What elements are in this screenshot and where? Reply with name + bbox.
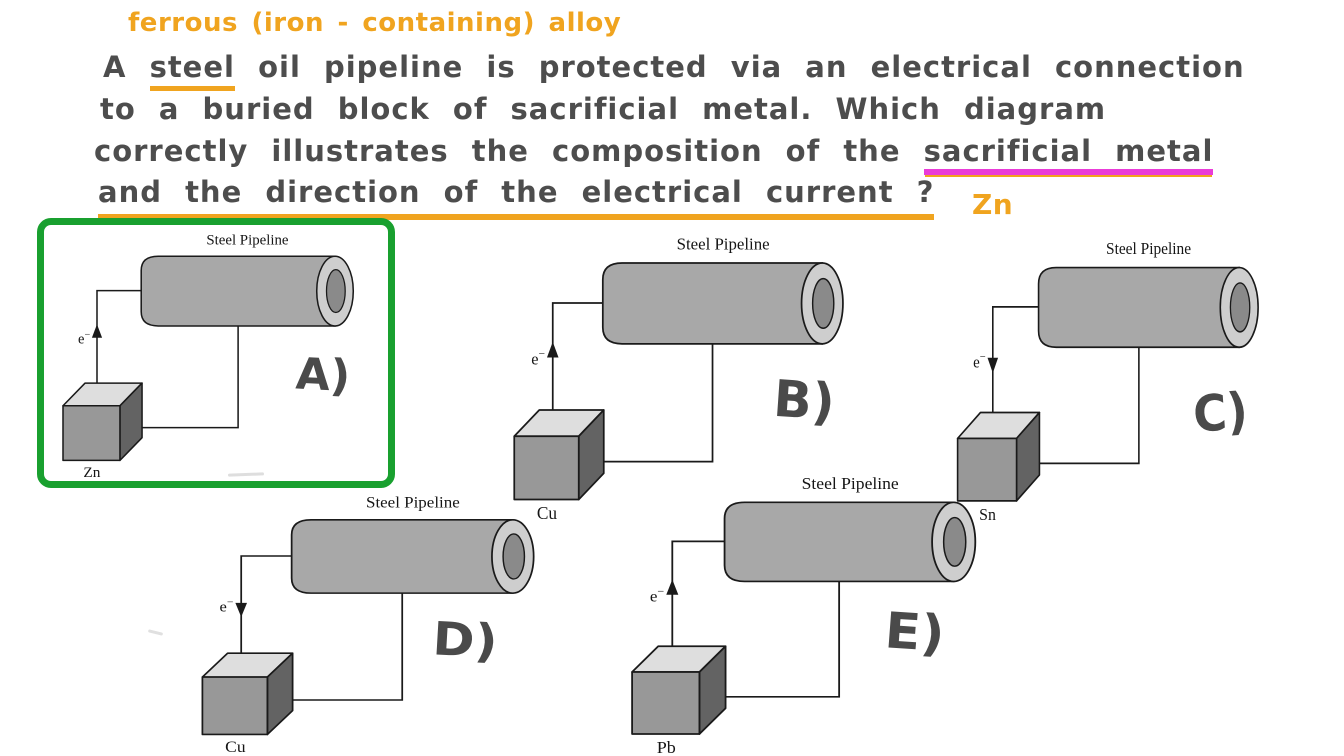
question-line-1: A steel oil pipeline is protected via an…: [103, 50, 1245, 91]
metal-block: [956, 411, 1041, 502]
pipeline-label: Steel Pipeline: [206, 233, 289, 249]
correct-answer-box: [37, 218, 395, 488]
electron-label: e−: [973, 351, 986, 371]
diagram-option-a: Steel Pipeline e− Zn A): [46, 226, 386, 478]
electron-arrow-up-icon: [546, 341, 559, 358]
wires: [992, 306, 1140, 465]
question-line-2: to a buried block of sacrificial metal. …: [100, 92, 1107, 126]
pipeline-cylinder: [601, 262, 844, 345]
stray-mark: [147, 629, 164, 636]
option-letter: A): [295, 349, 352, 402]
metal-block: [62, 382, 143, 462]
metal-label: Pb: [657, 737, 676, 754]
electron-label: e−: [78, 330, 90, 348]
electron-label: e−: [531, 347, 545, 368]
metal-label: Cu: [225, 738, 246, 753]
annotation-zn-answer: Zn: [972, 188, 1014, 221]
pipeline-label: Steel Pipeline: [1106, 241, 1191, 259]
wires: [240, 555, 404, 701]
question-line-1-post: oil pipeline is protected via an electri…: [258, 50, 1245, 84]
pipeline-label: Steel Pipeline: [677, 234, 770, 253]
metal-label: Zn: [83, 464, 100, 478]
wires: [551, 302, 714, 463]
electron-label: e−: [220, 597, 234, 616]
question-line-3-pre: correctly illustrates the composition of…: [94, 134, 901, 168]
question-line-3: correctly illustrates the composition of…: [94, 134, 1214, 175]
diagram-option-b: Steel Pipeline e− Cu B): [495, 228, 880, 520]
metal-label: Cu: [537, 503, 557, 520]
electron-arrow-up-icon: [666, 579, 679, 595]
metal-block: [631, 645, 727, 735]
electron-arrow-down-icon: [987, 357, 999, 374]
option-letter: E): [883, 603, 947, 664]
underlined-direction-current: and the direction of the electrical curr…: [98, 175, 935, 220]
option-letter: C): [1192, 383, 1250, 444]
pipeline-cylinder: [290, 519, 535, 594]
electron-arrow-up-icon: [91, 324, 103, 338]
underlined-sacrificial-metal: sacrificial metal: [923, 134, 1214, 175]
option-letter: D): [431, 612, 499, 668]
question-line-4: and the direction of the electrical curr…: [98, 175, 935, 220]
pipeline-label: Steel Pipeline: [366, 494, 460, 511]
annotation-ferrous-alloy: ferrous (iron - containing) alloy: [128, 8, 622, 38]
metal-block: [513, 409, 605, 501]
wires: [96, 289, 239, 429]
pipeline-label: Steel Pipeline: [802, 474, 899, 492]
pipeline-cylinder: [140, 255, 355, 327]
diagram-option-c: Steel Pipeline e− Sn C): [940, 233, 1292, 521]
electron-arrow-down-icon: [235, 602, 248, 617]
diagram-option-d: Steel Pipeline e− Cu D): [183, 488, 571, 753]
electron-label: e−: [650, 585, 665, 605]
diagram-option-e: Steel Pipeline e− Pb E): [612, 468, 1014, 754]
metal-block: [201, 652, 294, 736]
question-line-1-pre: A: [103, 50, 127, 84]
underlined-word-steel: steel: [149, 50, 235, 91]
pipeline-cylinder: [723, 501, 977, 583]
option-letter: B): [772, 369, 837, 432]
metal-label: Sn: [979, 504, 996, 521]
wires: [671, 540, 841, 698]
pipeline-cylinder: [1037, 266, 1259, 349]
